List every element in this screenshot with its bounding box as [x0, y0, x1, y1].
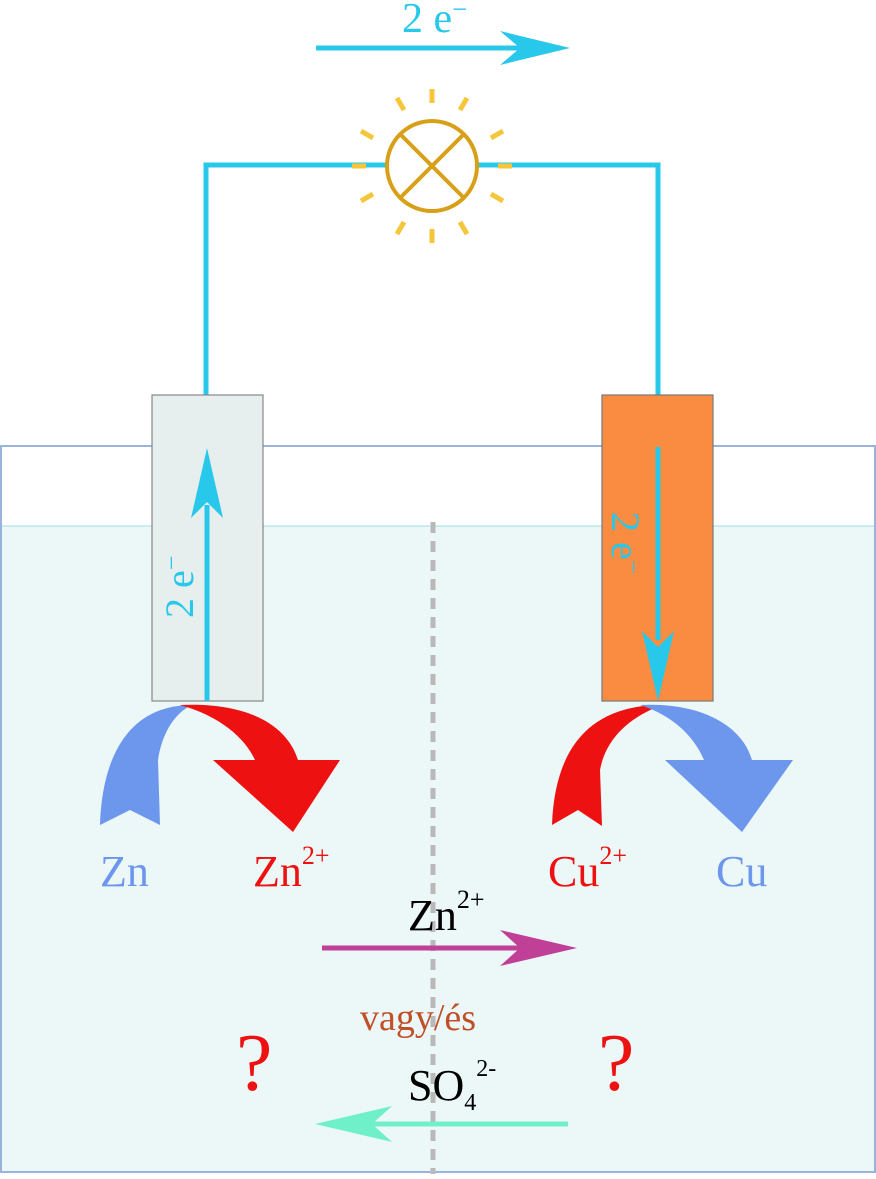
copper-reactant-label: Cu2+ [548, 841, 627, 896]
cation-label: Zn2+ [408, 885, 485, 940]
cation-migration-arrow [322, 930, 577, 966]
zinc-electron-label: 2 e− [157, 556, 202, 618]
lamp-icon [352, 89, 512, 243]
copper-red-curved-arrow [552, 705, 662, 826]
electron-flow-arrow [316, 31, 570, 65]
zinc-product-label: Zn2+ [253, 841, 330, 896]
copper-product-label: Cu [716, 847, 767, 896]
beaker-solution [1, 526, 875, 1172]
electron-flow-label: 2 e− [402, 0, 467, 42]
beaker-outline [0, 445, 876, 1173]
lamp-rays [352, 89, 512, 243]
anion-migration-arrow [315, 1106, 568, 1142]
connector-label: vagy/és [360, 997, 476, 1039]
copper-blue-curved-arrow [640, 704, 793, 832]
zinc-blue-curved-arrow [100, 705, 192, 825]
copper-electron-label: 2 e− [603, 512, 648, 574]
question-mark-right: ? [598, 1017, 634, 1108]
zinc-red-curved-arrow [180, 704, 340, 832]
zinc-reactant-label: Zn [100, 847, 149, 896]
zinc-electron-arrow [191, 448, 223, 701]
copper-electron-arrow [642, 447, 674, 701]
anion-label: SO42- [408, 1056, 496, 1116]
question-mark-left: ? [236, 1017, 272, 1108]
